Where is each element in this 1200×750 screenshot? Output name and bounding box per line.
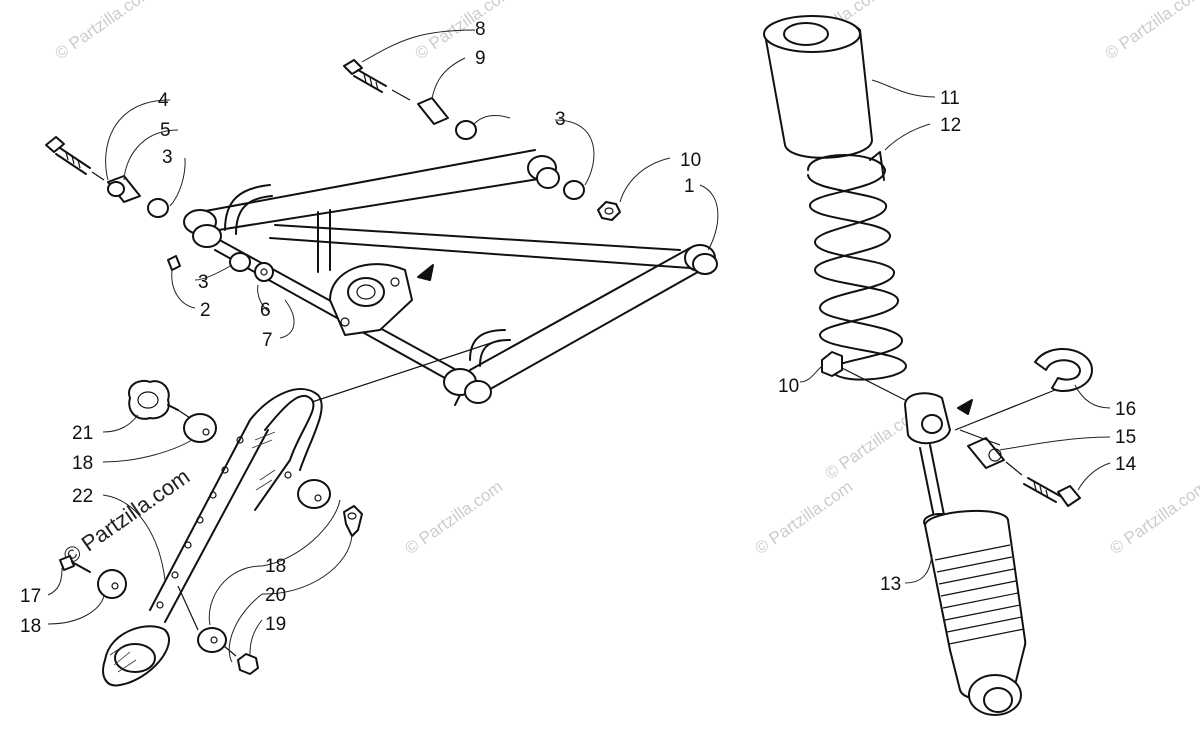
watermark: © Partzilla.com bbox=[751, 477, 856, 558]
callout-11: 11 bbox=[940, 88, 960, 109]
watermark: © Partzilla.com bbox=[1101, 0, 1200, 63]
callout-18: 18 bbox=[265, 556, 286, 577]
watermark: © Partzilla.com bbox=[401, 477, 506, 558]
callout-1: 1 bbox=[684, 176, 695, 197]
callout-15: 15 bbox=[1115, 427, 1136, 448]
watermark: © Partzilla.com bbox=[411, 0, 516, 63]
watermark-dark: © Partzilla.com bbox=[59, 464, 195, 570]
callout-10: 10 bbox=[778, 376, 799, 397]
callout-13: 13 bbox=[880, 574, 901, 595]
callout-20: 20 bbox=[265, 585, 286, 606]
strap-hardware bbox=[59, 379, 363, 675]
callout-18: 18 bbox=[20, 616, 41, 637]
callout-9: 9 bbox=[475, 48, 486, 69]
watermark: © Partzilla.com bbox=[51, 0, 156, 63]
callout-22: 22 bbox=[72, 486, 93, 507]
callout-10: 10 bbox=[680, 150, 701, 171]
callout-2: 2 bbox=[200, 300, 211, 321]
top-hardware bbox=[343, 59, 621, 221]
callout-19: 19 bbox=[265, 614, 286, 635]
shock-assembly bbox=[763, 15, 1093, 716]
callout-16: 16 bbox=[1115, 399, 1136, 420]
callout-4: 4 bbox=[158, 90, 169, 111]
left-hardware bbox=[45, 136, 274, 282]
callout-7: 7 bbox=[262, 330, 273, 351]
callout-18: 18 bbox=[72, 453, 93, 474]
callouts: 1 2 3 3 3 4 5 6 7 8 9 10 10 11 12 13 14 … bbox=[20, 19, 1137, 637]
watermark: © Partzilla.com bbox=[1106, 477, 1200, 558]
callout-3: 3 bbox=[198, 272, 209, 293]
callout-3: 3 bbox=[555, 109, 566, 130]
callout-5: 5 bbox=[160, 120, 171, 141]
callout-21: 21 bbox=[72, 423, 93, 444]
callout-14: 14 bbox=[1115, 454, 1137, 475]
a-arm bbox=[183, 149, 718, 406]
leader-lines bbox=[47, 29, 1111, 663]
callout-6: 6 bbox=[260, 300, 271, 321]
callout-8: 8 bbox=[475, 19, 486, 40]
limiter-strap bbox=[102, 339, 501, 687]
callout-17: 17 bbox=[20, 586, 41, 607]
callout-3: 3 bbox=[162, 147, 173, 168]
callout-12: 12 bbox=[940, 115, 961, 136]
